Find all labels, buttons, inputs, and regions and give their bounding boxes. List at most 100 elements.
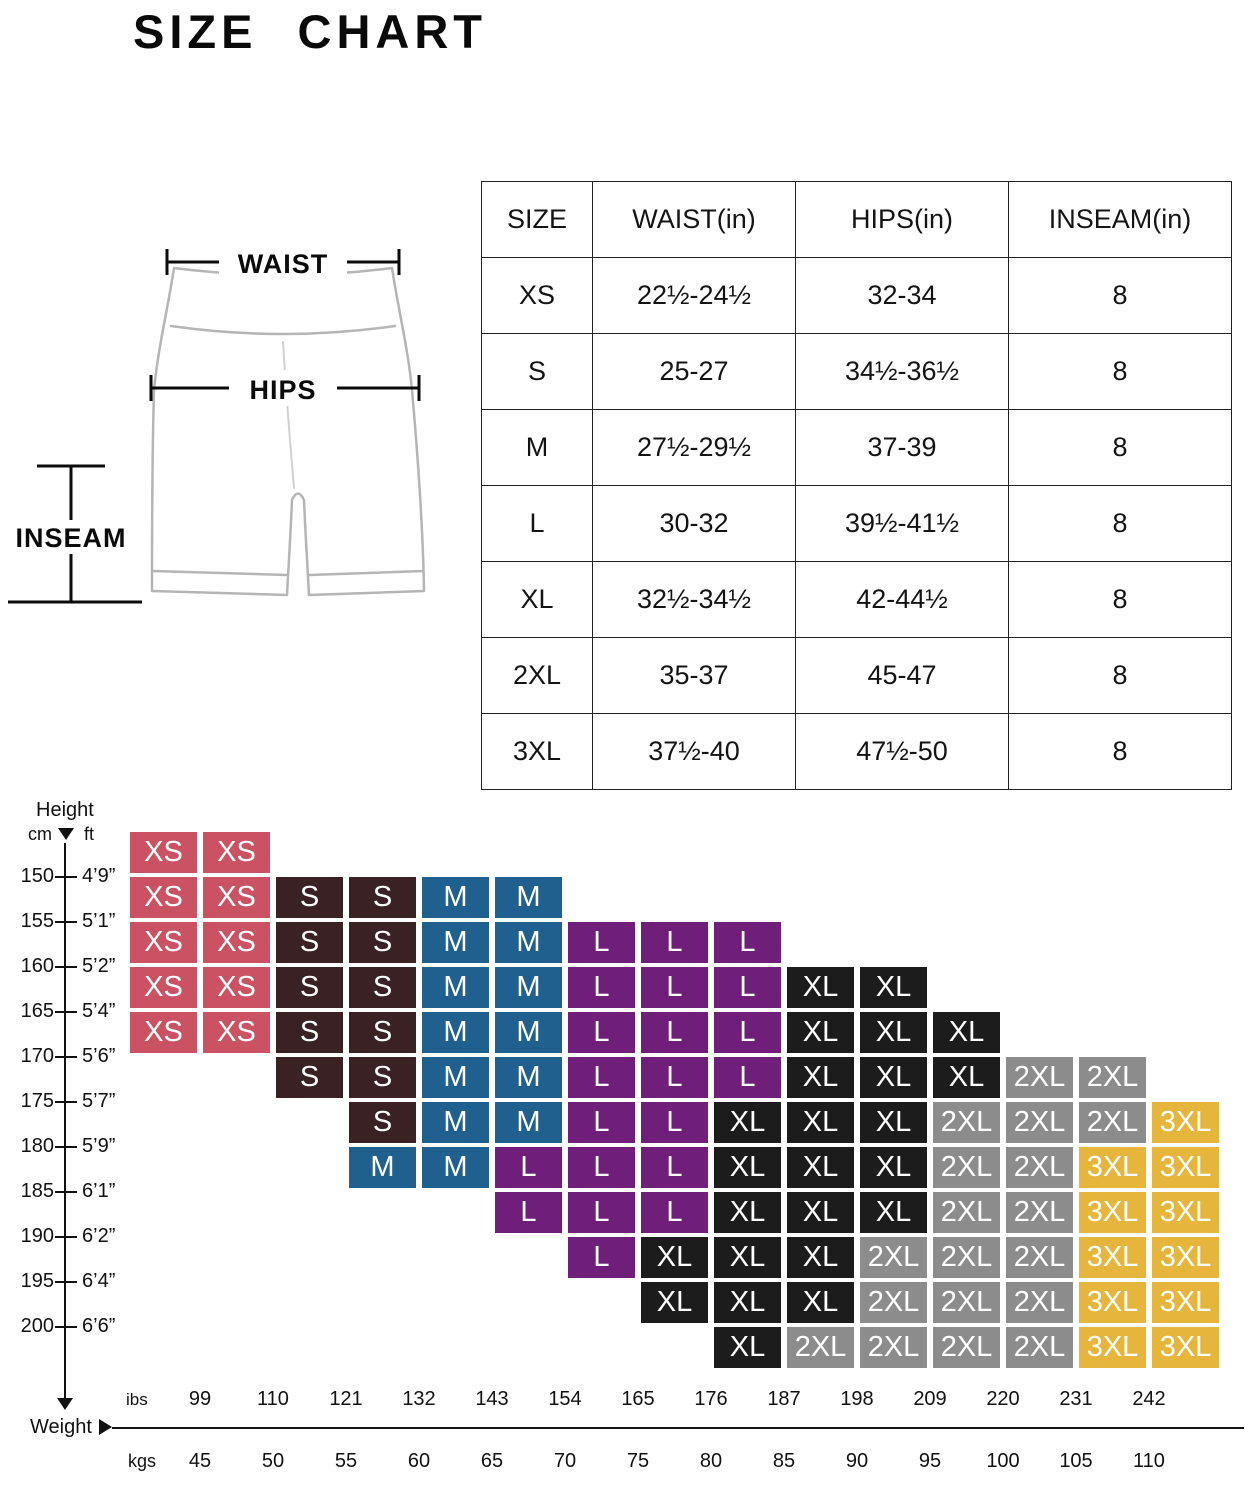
table-cell: 8 (1008, 713, 1232, 790)
size-cell-3xl: 3XL (1079, 1147, 1146, 1188)
size-cell-s: S (276, 877, 343, 918)
size-cell-xl: XL (714, 1327, 781, 1368)
size-cell-s: S (349, 1012, 416, 1053)
page-title: SIZE CHART (133, 5, 487, 58)
size-cell-m: M (495, 922, 562, 963)
size-cell-l: L (641, 1012, 708, 1053)
size-cell-m: M (422, 1102, 489, 1143)
height-axis-bottom-arrow-icon (57, 1398, 73, 1410)
height-cm-label: 200 (20, 1315, 54, 1337)
height-tickmark (55, 921, 77, 923)
height-tickmark (55, 1011, 77, 1013)
table-cell: 8 (1008, 257, 1232, 334)
size-cell-l: L (568, 1057, 635, 1098)
height-tickmark (55, 1281, 77, 1283)
height-unit-cm: cm (28, 824, 52, 844)
size-cell-2xl: 2XL (1006, 1102, 1073, 1143)
size-cell-xl: XL (787, 1192, 854, 1233)
weight-kgs-value: 65 (480, 1450, 504, 1472)
size-cell-3xl: 3XL (1079, 1327, 1146, 1368)
table-cell: 37½-40 (592, 713, 796, 790)
size-cell-xl: XL (787, 1102, 854, 1143)
inseam-label-bg (4, 520, 138, 554)
size-cell-s: S (349, 967, 416, 1008)
height-tickmark (55, 1146, 77, 1148)
size-cell-3xl: 3XL (1152, 1147, 1219, 1188)
size-cell-xs: XS (130, 967, 197, 1008)
weight-kgs-value: 50 (261, 1450, 285, 1472)
weight-lbs-value: 220 (986, 1388, 1020, 1410)
shorts-body (150, 266, 426, 597)
weight-axis-arrow-icon (99, 1419, 112, 1435)
hips-label: HIPS (249, 375, 316, 405)
size-cell-s: S (349, 922, 416, 963)
weight-lbs-value: 242 (1132, 1388, 1166, 1410)
size-cell-xl: XL (933, 1012, 1000, 1053)
size-cell-l: L (641, 922, 708, 963)
size-cell-xl: XL (860, 1192, 927, 1233)
size-cell-s: S (276, 967, 343, 1008)
shorts-outline-drawing (150, 266, 426, 597)
size-cell-3xl: 3XL (1079, 1282, 1146, 1323)
height-tickmark (55, 1326, 77, 1328)
size-cell-xl: XL (860, 1102, 927, 1143)
table-cell: 45-47 (795, 637, 1009, 714)
size-cell-3xl: 3XL (1152, 1102, 1219, 1143)
size-cell-xs: XS (203, 1012, 270, 1053)
shorts-waistband-seam (169, 324, 397, 336)
height-cm-label: 155 (20, 910, 54, 932)
size-cell-2xl: 2XL (860, 1327, 927, 1368)
inseam-label: INSEAM (15, 523, 126, 553)
weight-axis-line (112, 1427, 1244, 1429)
height-ft-label: 5’1” (82, 910, 116, 932)
height-tickmark (55, 1236, 77, 1238)
size-cell-xl: XL (714, 1147, 781, 1188)
table-cell: 37-39 (795, 409, 1009, 486)
size-cell-l: L (641, 967, 708, 1008)
size-cell-2xl: 2XL (933, 1282, 1000, 1323)
weight-lbs-value: 154 (548, 1388, 582, 1410)
weight-unit-kgs: kgs (128, 1451, 157, 1471)
size-cell-2xl: 2XL (860, 1237, 927, 1278)
size-cell-xl: XL (860, 1012, 927, 1053)
table-cell: 30-32 (592, 485, 796, 562)
table-cell: 35-37 (592, 637, 796, 714)
measurement-labels: WAIST HIPS INSEAM (4, 244, 347, 554)
size-cell-xs: XS (130, 832, 197, 873)
table-cell: 25-27 (592, 333, 796, 410)
size-cell-xs: XS (203, 922, 270, 963)
size-cell-l: L (568, 922, 635, 963)
size-cell-2xl: 2XL (933, 1327, 1000, 1368)
table-cell: 8 (1008, 485, 1232, 562)
height-axis-title: Height (36, 799, 94, 821)
weight-lbs-value: 99 (188, 1388, 212, 1410)
size-cell-2xl: 2XL (860, 1282, 927, 1323)
waist-label-bg (219, 244, 347, 280)
size-cell-l: L (714, 1012, 781, 1053)
height-ft-label: 5’6” (82, 1045, 116, 1067)
table-cell: 2XL (481, 637, 593, 714)
height-tickmark (55, 966, 77, 968)
height-cm-label: 160 (20, 955, 54, 977)
weight-lbs-value: 132 (402, 1388, 436, 1410)
size-cell-l: L (568, 1192, 635, 1233)
size-cell-l: L (568, 967, 635, 1008)
size-cell-2xl: 2XL (1079, 1057, 1146, 1098)
size-cell-xl: XL (714, 1102, 781, 1143)
weight-kgs-value: 95 (918, 1450, 942, 1472)
column-header: INSEAM(in) (1008, 181, 1232, 258)
size-cell-s: S (276, 922, 343, 963)
size-cell-xl: XL (787, 967, 854, 1008)
size-cell-m: M (422, 967, 489, 1008)
height-cm-label: 170 (20, 1045, 54, 1067)
size-cell-l: L (641, 1147, 708, 1188)
height-ft-label: 5’9” (82, 1135, 116, 1157)
table-cell: 32-34 (795, 257, 1009, 334)
size-cell-xl: XL (714, 1282, 781, 1323)
